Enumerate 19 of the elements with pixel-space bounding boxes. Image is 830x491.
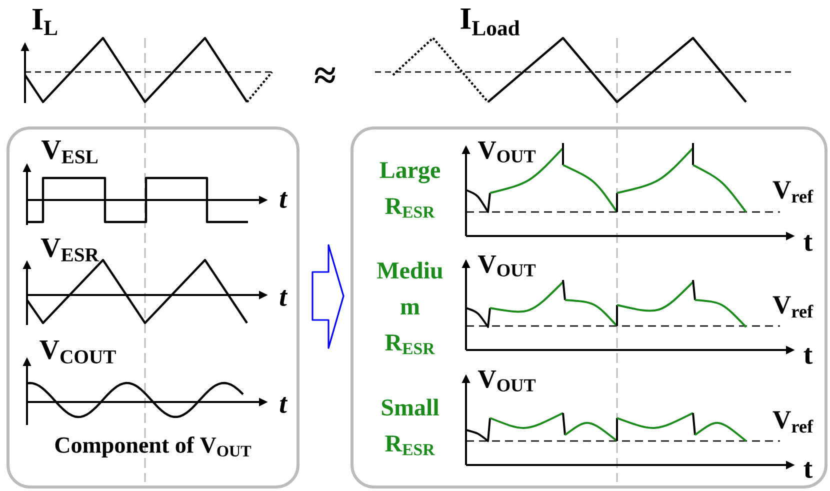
axis-label: t <box>280 290 288 306</box>
axis-label: t <box>280 397 288 414</box>
axis-label: V$_{ref}$ <box>772 411 814 433</box>
axis-label: V$_{ESL}$ <box>41 140 98 164</box>
axis-label: t <box>804 235 813 252</box>
axis-label: V$_{ref}$ <box>772 181 814 203</box>
axis-label: V$_{COUT}$ <box>40 340 116 364</box>
axis-label: t <box>804 462 813 478</box>
axis-label: V$_{OUT}$ <box>478 370 536 392</box>
axis-label: V$_{OUT}$ <box>478 256 536 276</box>
axis-label: t <box>280 192 288 208</box>
block-arrow <box>312 244 344 349</box>
axis-label: V$_{OUT}$ <box>478 142 536 162</box>
axis-label: V$_{ref}$ <box>772 296 814 318</box>
approx-sign: ≈ <box>314 67 336 83</box>
axis-label: t <box>804 348 813 364</box>
axis-label: I$_{Load}$ <box>460 8 520 36</box>
axis-label: V$_{ESR}$ <box>40 238 100 262</box>
axis-label: I$_{L}$ <box>32 9 58 35</box>
